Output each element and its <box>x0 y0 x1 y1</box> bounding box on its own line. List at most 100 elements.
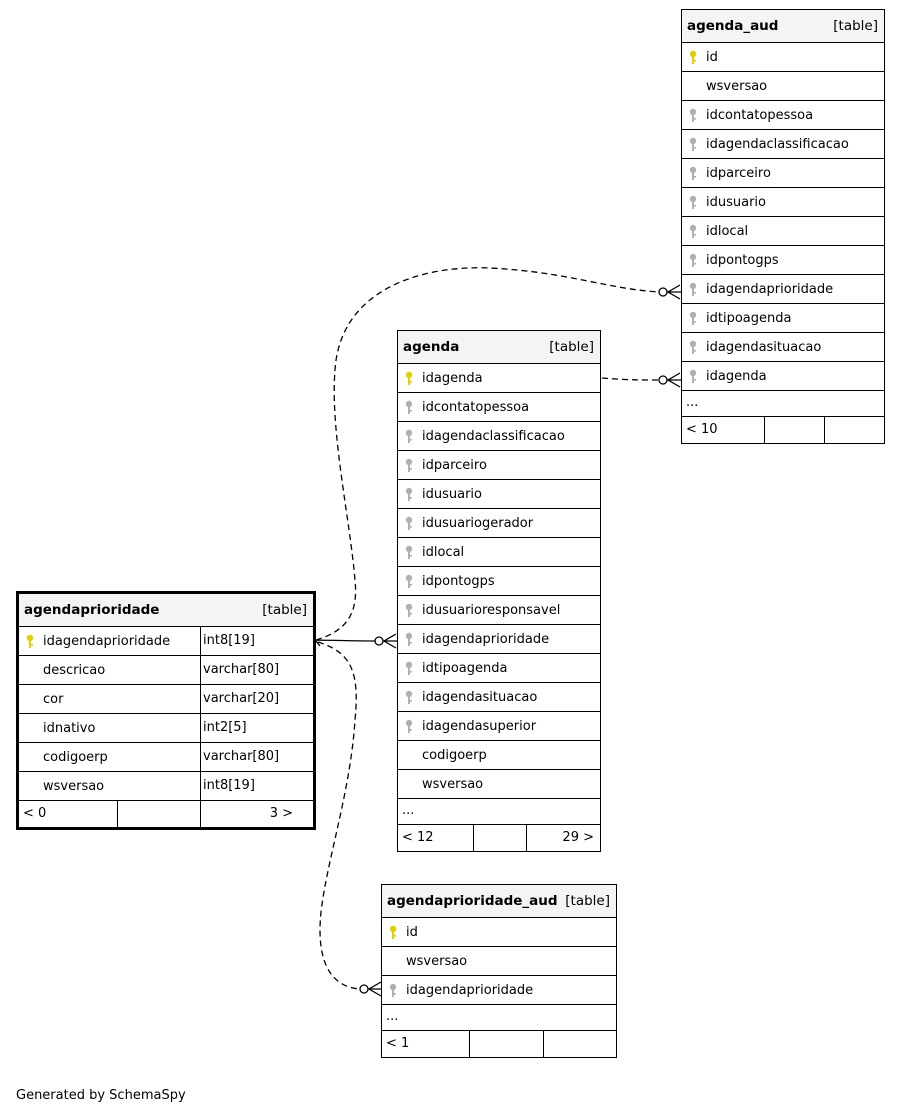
column-row[interactable]: idusuarioresponsavel <box>398 596 600 625</box>
foreign-key-icon <box>688 166 698 181</box>
column-name: wsversao <box>43 779 105 794</box>
column-name: wsversao <box>422 777 484 792</box>
parents-count-cell[interactable]: < 12 <box>398 825 473 851</box>
column-row[interactable]: idagendaclassificacao <box>398 422 600 451</box>
column-row[interactable]: wsversao <box>398 770 600 799</box>
column-name: wsversao <box>406 954 468 969</box>
table-kind: [table] <box>833 18 878 34</box>
column-row[interactable]: idagendaprioridade <box>382 976 616 1005</box>
column-name: idtipoagenda <box>706 311 792 326</box>
crowfoot-circle <box>359 984 369 994</box>
parents-count-cell[interactable]: < 1 <box>382 1031 469 1057</box>
column-row[interactable]: idagendasituacao <box>682 333 884 362</box>
column-row[interactable]: idtipoagenda <box>398 654 600 683</box>
crowfoot-marker <box>666 284 681 300</box>
column-type: int2[5] <box>200 714 300 742</box>
column-row[interactable]: wsversao <box>682 72 884 101</box>
foreign-key-icon <box>404 603 414 618</box>
parents-count: < 1 <box>386 1036 410 1051</box>
columns-count-cell <box>117 801 200 827</box>
column-row[interactable]: idagendaclassificacao <box>682 130 884 159</box>
columns-count-cell <box>469 1031 543 1057</box>
primary-key-icon <box>25 634 35 649</box>
column-row[interactable]: codigoerp <box>398 741 600 770</box>
column-row[interactable]: idagendaprioridade <box>398 625 600 654</box>
column-row[interactable]: idusuariogerador <box>398 509 600 538</box>
children-count-cell[interactable]: 3 > <box>200 801 299 827</box>
column-row[interactable]: id <box>382 918 616 947</box>
column-row[interactable]: idusuario <box>398 480 600 509</box>
column-type: varchar[80] <box>200 743 300 771</box>
column-row[interactable]: idlocal <box>682 217 884 246</box>
column-row[interactable]: idpontogps <box>398 567 600 596</box>
parents-count-cell[interactable]: < 0 <box>19 801 117 827</box>
table-header: agendaprioridade [table] <box>19 594 313 627</box>
column-name: idagendasituacao <box>706 340 822 355</box>
foreign-key-icon <box>688 253 698 268</box>
parents-count: < 10 <box>686 422 718 437</box>
crowfoot-marker <box>382 633 397 649</box>
column-row[interactable]: codigoerp varchar[80] <box>19 743 313 772</box>
column-row[interactable]: idagenda <box>682 362 884 391</box>
column-name: idpontogps <box>422 574 495 589</box>
column-row[interactable]: idusuario <box>682 188 884 217</box>
column-row[interactable]: idcontatopessoa <box>398 393 600 422</box>
table-agendaprioridade[interactable]: agendaprioridade [table] idagendapriorid… <box>16 591 316 830</box>
foreign-key-icon <box>404 487 414 502</box>
column-row[interactable]: wsversao <box>382 947 616 976</box>
column-row[interactable]: idcontatopessoa <box>682 101 884 130</box>
column-name: idusuario <box>422 487 482 502</box>
foreign-key-icon <box>688 137 698 152</box>
column-row[interactable]: idparceiro <box>682 159 884 188</box>
column-row[interactable]: idagenda <box>398 364 600 393</box>
foreign-key-icon <box>404 458 414 473</box>
ellipsis-text: ... <box>386 1009 399 1024</box>
column-row[interactable]: idparceiro <box>398 451 600 480</box>
column-row[interactable]: idagendaprioridade <box>682 275 884 304</box>
column-list: id wsversao idagendaprioridade <box>382 918 616 1005</box>
more-columns-row: ... <box>398 799 600 825</box>
column-name: codigoerp <box>43 750 108 765</box>
parents-count: < 12 <box>402 830 434 845</box>
column-row[interactable]: idlocal <box>398 538 600 567</box>
column-name: cor <box>43 692 64 707</box>
column-row[interactable]: id <box>682 43 884 72</box>
more-columns-row: ... <box>382 1005 616 1031</box>
table-header: agendaprioridade_aud [table] <box>382 885 616 918</box>
children-count: 29 > <box>562 830 594 845</box>
column-row[interactable]: idtipoagenda <box>682 304 884 333</box>
column-row[interactable]: idpontogps <box>682 246 884 275</box>
column-name: idcontatopessoa <box>706 108 814 123</box>
column-row[interactable]: idagendasuperior <box>398 712 600 741</box>
parents-count: < 0 <box>23 806 47 821</box>
column-name: idparceiro <box>422 458 487 473</box>
column-name: idagendaprioridade <box>406 983 534 998</box>
column-row[interactable]: idagendasituacao <box>398 683 600 712</box>
primary-key-icon <box>688 50 698 65</box>
table-name: agenda <box>403 339 460 355</box>
children-count-cell[interactable]: 29 > <box>526 825 600 851</box>
crowfoot-circle <box>658 287 668 297</box>
table-footer: < 12 29 > <box>398 825 600 851</box>
foreign-key-icon <box>688 311 698 326</box>
children-count-cell[interactable] <box>543 1031 616 1057</box>
foreign-key-icon <box>404 516 414 531</box>
column-name: id <box>406 925 418 940</box>
foreign-key-icon <box>388 983 398 998</box>
edge-agenda-to-agenda-aud <box>601 377 663 381</box>
parents-count-cell[interactable]: < 10 <box>682 417 764 443</box>
foreign-key-icon <box>688 340 698 355</box>
column-name: idpontogps <box>706 253 779 268</box>
column-name: id <box>706 50 718 65</box>
children-count-cell[interactable] <box>824 417 884 443</box>
foreign-key-icon <box>404 690 414 705</box>
